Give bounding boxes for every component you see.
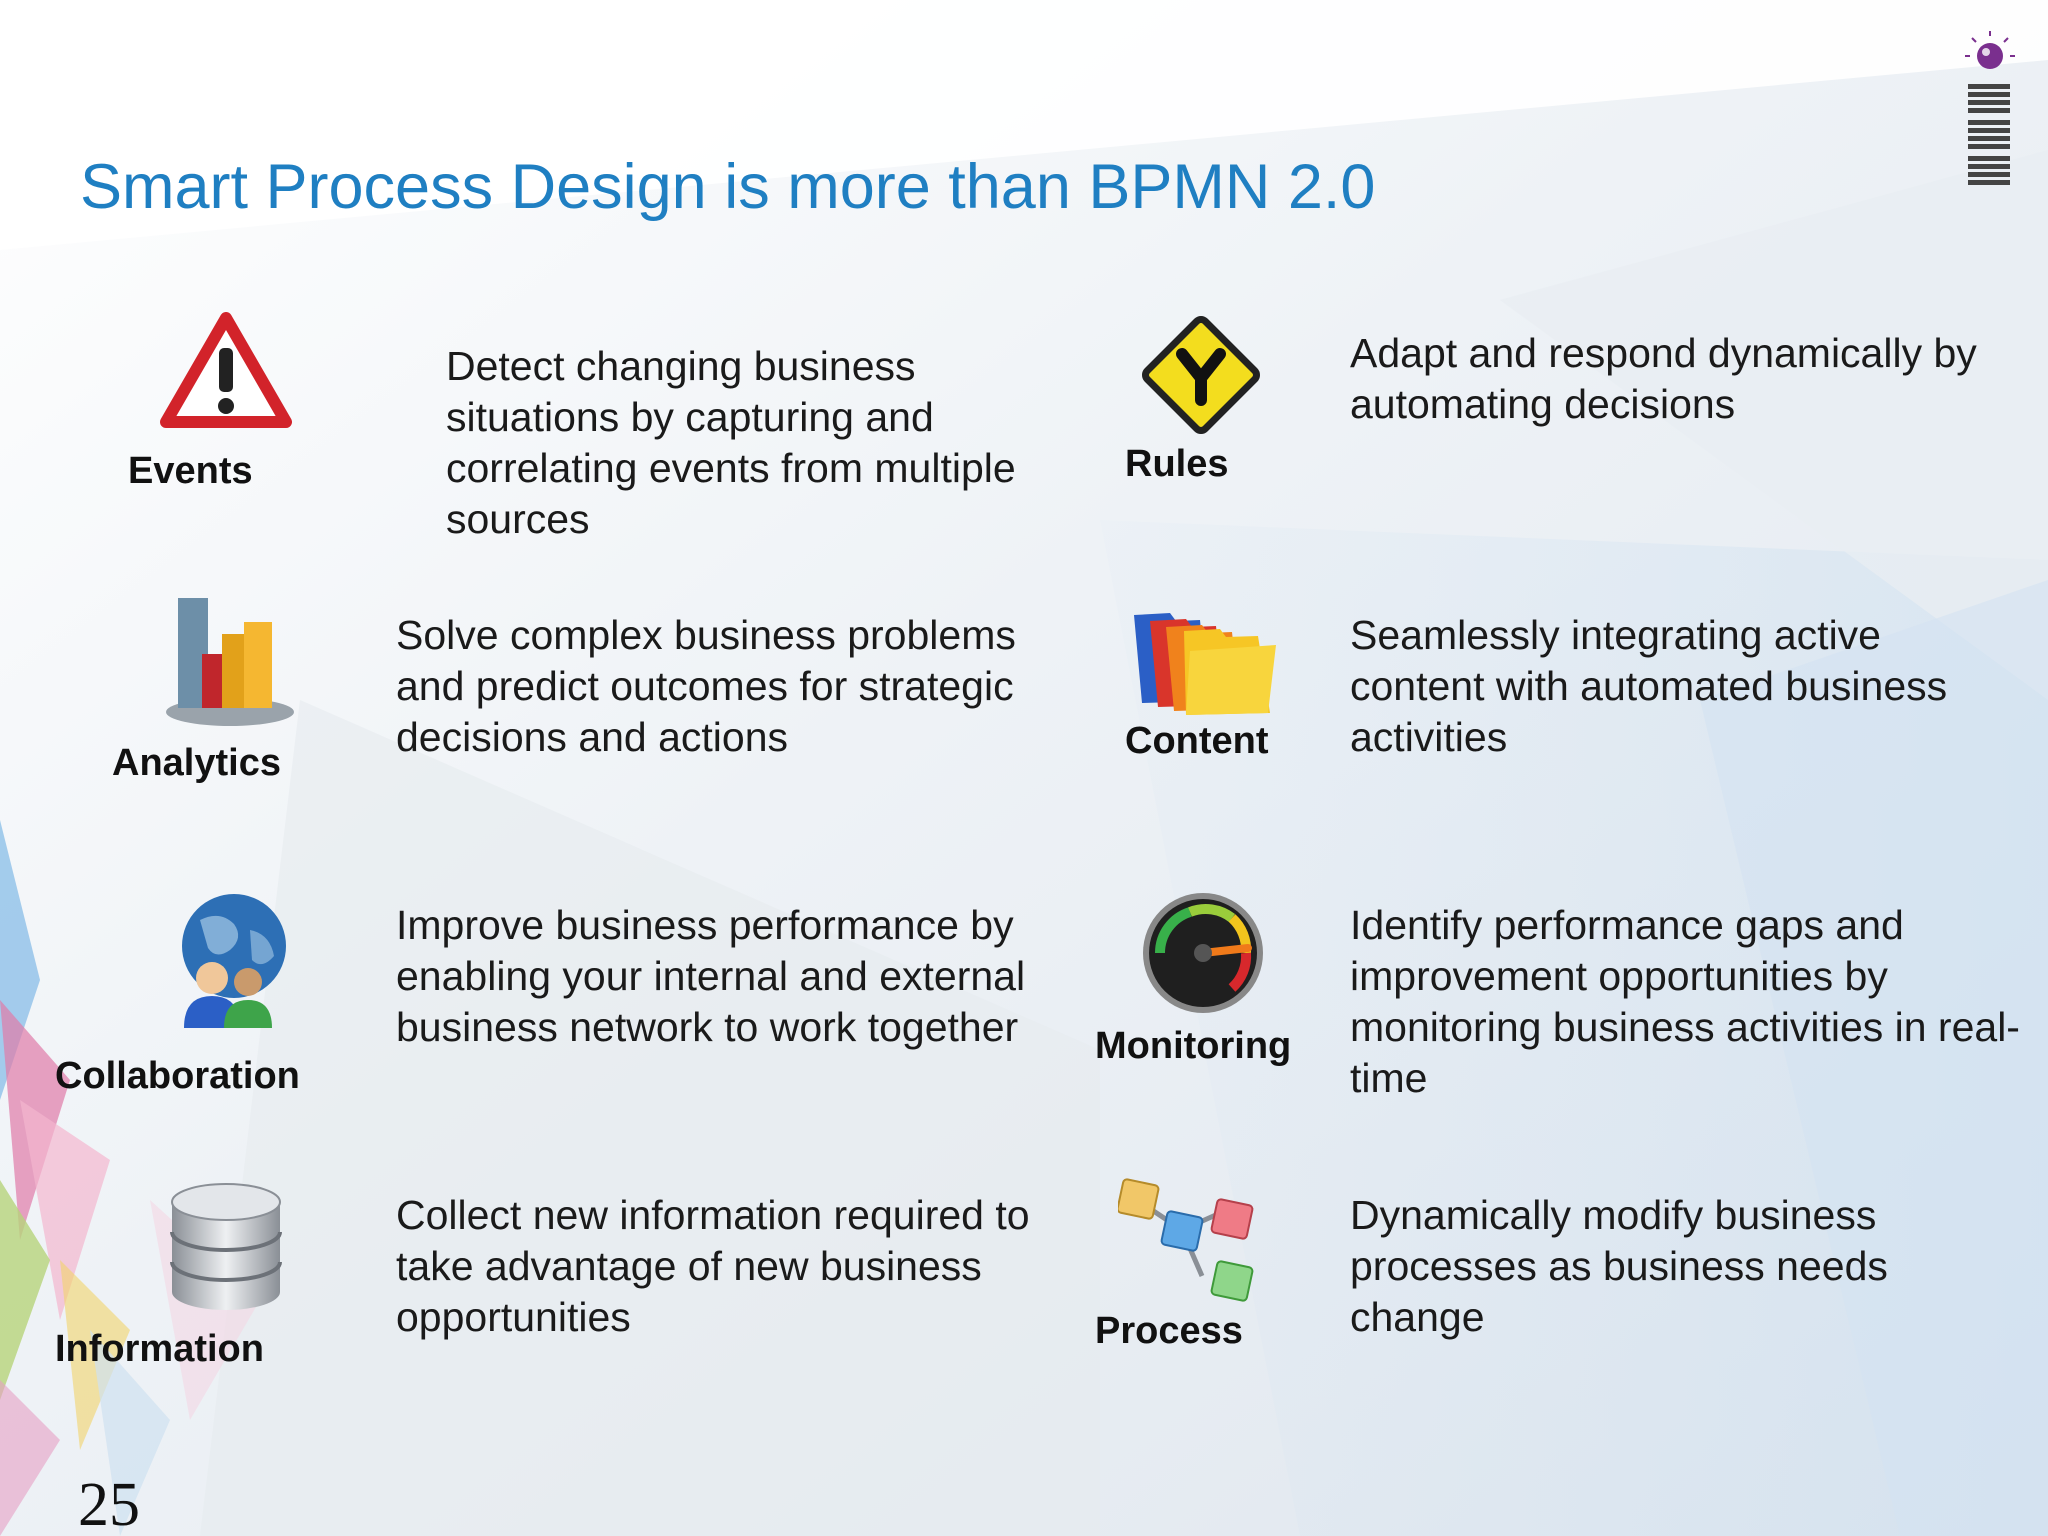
item-label-information: Information: [55, 1328, 264, 1370]
item-description-monitoring: Identify performance gaps and improvemen…: [1350, 902, 2020, 1101]
item-label-events: Events: [128, 450, 253, 492]
gauge-icon: [1140, 890, 1266, 1016]
item-label-analytics: Analytics: [112, 742, 281, 784]
item-description-rules: Adapt and respond dynamically by automat…: [1350, 330, 1977, 427]
item-description-process: Dynamically modify business processes as…: [1350, 1192, 1888, 1340]
folders-icon: [1130, 605, 1280, 715]
slide-title: Smart Process Design is more than BPMN 2…: [80, 152, 1376, 222]
item-label-content: Content: [1125, 720, 1269, 762]
warning-triangle-icon: [160, 312, 292, 432]
item-label-process: Process: [1095, 1310, 1243, 1352]
database-icon: [166, 1180, 286, 1314]
item-label-monitoring: Monitoring: [1095, 1025, 1292, 1067]
item-label-collaboration: Collaboration: [55, 1055, 300, 1097]
item-label-rules: Rules: [1125, 443, 1229, 485]
globe-people-icon: [170, 890, 290, 1030]
item-description-content: Seamlessly integrating active content wi…: [1350, 612, 1948, 760]
page-number: 25: [78, 1471, 140, 1536]
yield-sign-icon: [1138, 312, 1264, 438]
bar-chart-icon: [158, 592, 298, 732]
item-description-information: Collect new information required to take…: [396, 1192, 1030, 1340]
item-description-collaboration: Improve business performance by enabling…: [396, 902, 1026, 1050]
process-flow-icon: [1118, 1176, 1268, 1310]
item-description-analytics: Solve complex business problems and pred…: [396, 612, 1016, 760]
ibm-logo: [1965, 31, 2015, 185]
item-description-events: Detect changing business situations by c…: [446, 343, 1016, 542]
